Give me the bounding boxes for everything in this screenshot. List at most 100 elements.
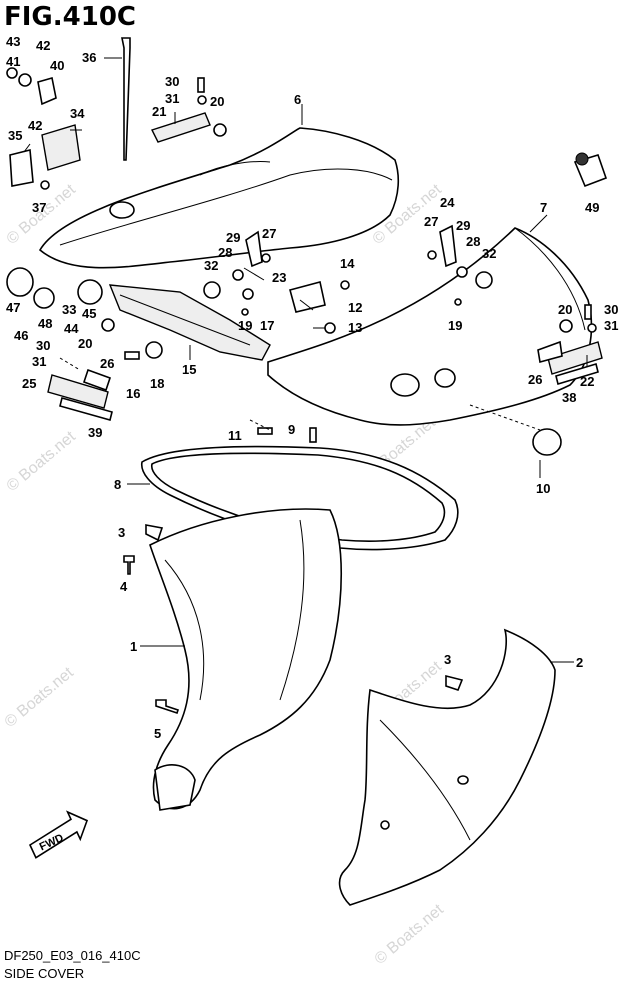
part-25-handle[interactable] <box>47 374 109 409</box>
callout-31[interactable]: 31 <box>32 354 46 369</box>
callout-35[interactable]: 35 <box>8 128 22 143</box>
callout-21[interactable]: 21 <box>152 104 166 119</box>
part-32-grommet[interactable] <box>475 271 493 289</box>
part-26-lever[interactable] <box>537 340 563 364</box>
part-1-lower-side-cover[interactable] <box>149 508 342 811</box>
part-26-lever[interactable] <box>82 368 112 392</box>
part-30-pin[interactable] <box>584 304 592 320</box>
part-47-boot[interactable] <box>6 267 34 297</box>
callout-15[interactable]: 15 <box>182 362 196 377</box>
callout-43[interactable]: 43 <box>6 34 20 49</box>
part-19-screw[interactable] <box>454 298 462 306</box>
callout-32[interactable]: 32 <box>204 258 218 273</box>
callout-44[interactable]: 44 <box>64 321 79 336</box>
callout-41[interactable]: 41 <box>6 54 20 69</box>
part-3-clip[interactable] <box>145 524 164 542</box>
callout-19[interactable]: 19 <box>448 318 462 333</box>
callout-9[interactable]: 9 <box>288 422 295 437</box>
callout-29[interactable]: 29 <box>456 218 470 233</box>
callout-3[interactable]: 3 <box>444 652 451 667</box>
part-6-upper-cover[interactable] <box>38 127 400 269</box>
callout-5[interactable]: 5 <box>154 726 161 741</box>
part-39-insert[interactable] <box>59 397 113 421</box>
part-28-washer[interactable] <box>456 266 468 278</box>
part-11-screw[interactable] <box>257 427 273 435</box>
callout-23[interactable]: 23 <box>272 270 286 285</box>
part-28-washer[interactable] <box>232 269 244 281</box>
callout-47[interactable]: 47 <box>6 300 20 315</box>
callout-13[interactable]: 13 <box>348 320 362 335</box>
part-12-bracket[interactable] <box>289 281 326 313</box>
callout-32[interactable]: 32 <box>482 246 496 261</box>
part-32-grommet[interactable] <box>203 281 221 299</box>
callout-1[interactable]: 1 <box>130 639 137 654</box>
part-33-knob[interactable] <box>77 279 103 305</box>
callout-37[interactable]: 37 <box>32 200 46 215</box>
callout-8[interactable]: 8 <box>114 477 121 492</box>
part-5-bolt[interactable] <box>155 699 180 715</box>
callout-26[interactable]: 26 <box>528 372 542 387</box>
callout-30[interactable]: 30 <box>604 302 618 317</box>
part-40-bracket[interactable] <box>37 76 57 106</box>
callout-14[interactable]: 14 <box>340 256 355 271</box>
callout-30[interactable]: 30 <box>36 338 50 353</box>
callout-27[interactable]: 27 <box>262 226 276 241</box>
part-27-bolt[interactable] <box>261 253 271 263</box>
part-31-washer[interactable] <box>587 323 597 333</box>
part-16-screw[interactable] <box>124 351 140 360</box>
callout-49[interactable]: 49 <box>585 200 599 215</box>
part-22-handle[interactable] <box>547 341 603 375</box>
callout-33[interactable]: 33 <box>62 302 76 317</box>
part-3-clip[interactable] <box>445 674 464 691</box>
callout-12[interactable]: 12 <box>348 300 362 315</box>
callout-10[interactable]: 10 <box>536 481 550 496</box>
callout-19[interactable]: 19 <box>238 318 252 333</box>
part-43-bolt[interactable] <box>6 67 18 79</box>
callout-28[interactable]: 28 <box>466 234 480 249</box>
part-19-screw[interactable] <box>241 308 249 316</box>
callout-30[interactable]: 30 <box>165 74 179 89</box>
callout-25[interactable]: 25 <box>22 376 36 391</box>
callout-7[interactable]: 7 <box>540 200 547 215</box>
callout-34[interactable]: 34 <box>70 106 85 121</box>
part-35-pad[interactable] <box>9 148 34 187</box>
callout-22[interactable]: 22 <box>580 374 594 389</box>
callout-46[interactable]: 46 <box>14 328 28 343</box>
callout-18[interactable]: 18 <box>150 376 164 391</box>
part-27-bolt[interactable] <box>427 250 437 260</box>
part-41-washer[interactable] <box>18 73 32 87</box>
part-31-washer[interactable] <box>197 95 207 105</box>
part-34-plate[interactable] <box>41 124 81 171</box>
callout-40[interactable]: 40 <box>50 58 64 73</box>
callout-6[interactable]: 6 <box>294 92 301 107</box>
part-36-strap[interactable] <box>121 37 131 161</box>
callout-24[interactable]: 24 <box>440 195 455 210</box>
part-20-grommet[interactable] <box>559 319 573 333</box>
part-8-seal[interactable] <box>141 445 459 551</box>
part-48-cap[interactable] <box>33 287 55 309</box>
part-38-insert[interactable] <box>555 362 599 386</box>
callout-38[interactable]: 38 <box>562 390 576 405</box>
callout-16[interactable]: 16 <box>126 386 140 401</box>
callout-42[interactable]: 42 <box>36 38 50 53</box>
part-30-pin[interactable] <box>197 77 205 93</box>
callout-27[interactable]: 27 <box>424 214 438 229</box>
callout-4[interactable]: 4 <box>120 579 128 594</box>
part-17-grommet[interactable] <box>242 288 254 300</box>
callout-29[interactable]: 29 <box>226 230 240 245</box>
callout-28[interactable]: 28 <box>218 245 232 260</box>
callout-31[interactable]: 31 <box>604 318 618 333</box>
callout-26[interactable]: 26 <box>100 356 114 371</box>
callout-48[interactable]: 48 <box>38 316 52 331</box>
callout-42[interactable]: 42 <box>28 118 42 133</box>
callout-20[interactable]: 20 <box>210 94 224 109</box>
part-9-bolt[interactable] <box>309 427 317 443</box>
callout-31[interactable]: 31 <box>165 91 179 106</box>
callout-39[interactable]: 39 <box>88 425 102 440</box>
callout-2[interactable]: 2 <box>576 655 583 670</box>
part-29-clip[interactable] <box>245 230 263 268</box>
part-20-grommet[interactable] <box>213 123 227 137</box>
callout-20[interactable]: 20 <box>78 336 92 351</box>
part-24-clip[interactable] <box>439 224 457 268</box>
callout-45[interactable]: 45 <box>82 306 96 321</box>
